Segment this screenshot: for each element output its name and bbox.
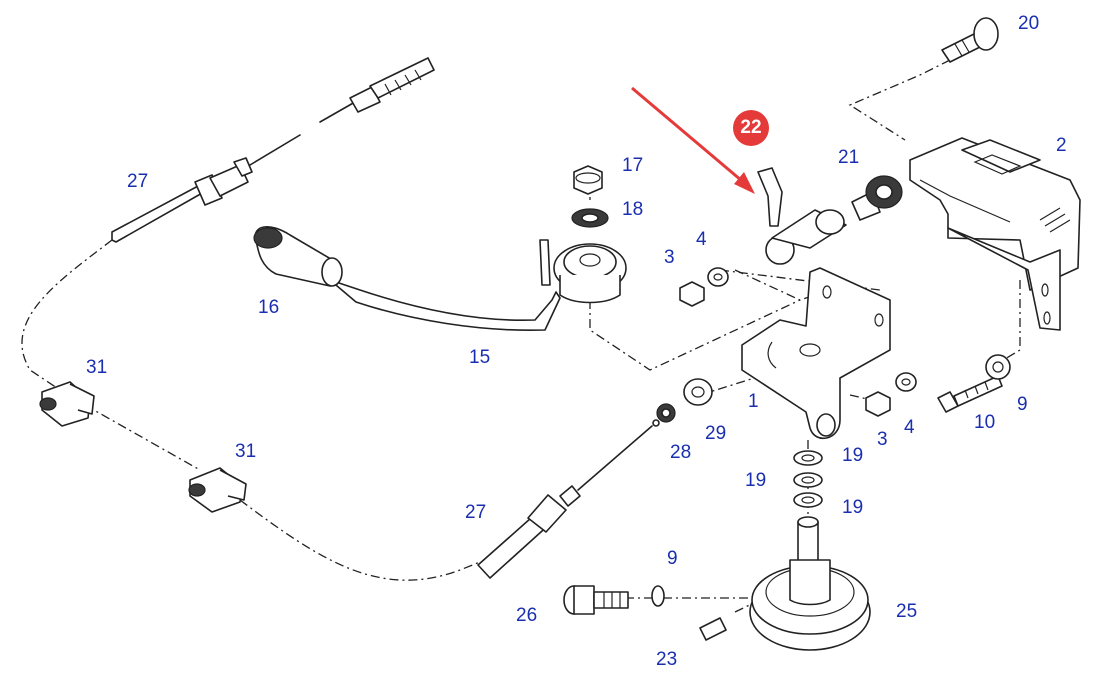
part-label-1: 1 — [748, 391, 759, 412]
clip-31b — [188, 467, 247, 513]
part-label-19-b: 19 — [745, 470, 767, 491]
part-label-9-upper: 9 — [1017, 394, 1028, 415]
part-label-10: 10 — [974, 412, 996, 433]
part-label-27-upper: 27 — [127, 171, 149, 192]
part-label-3-upper: 3 — [664, 247, 675, 268]
bolt-20 — [941, 17, 999, 63]
red-pointer-arrow — [631, 86, 755, 194]
bolt-26 — [563, 585, 629, 615]
cable-lower — [477, 419, 660, 579]
part-label-3-lower: 3 — [877, 429, 888, 450]
part-label-2: 2 — [1056, 135, 1067, 156]
pin-23 — [699, 617, 727, 641]
handle-22 — [757, 167, 847, 265]
part-label-25: 25 — [896, 601, 918, 622]
part-label-26: 26 — [516, 605, 538, 626]
part-label-31-upper: 31 — [86, 357, 108, 378]
bushing-21 — [851, 175, 903, 221]
part-label-9-lower: 9 — [667, 548, 678, 569]
part-label-17: 17 — [622, 155, 644, 176]
part-label-31-lower: 31 — [235, 441, 257, 462]
part-label-29: 29 — [705, 423, 727, 444]
part-label-21: 21 — [838, 147, 860, 168]
nut-washer-lower — [865, 372, 917, 417]
lever-15 — [329, 239, 627, 332]
part-label-4-upper: 4 — [696, 229, 707, 250]
washers-28-29 — [656, 378, 713, 423]
part-label-15: 15 — [469, 347, 491, 368]
part-label-20: 20 — [1018, 13, 1040, 34]
part-label-16: 16 — [258, 297, 280, 318]
pulley-25 — [749, 516, 871, 651]
part-label-28: 28 — [670, 442, 692, 463]
washer-9-lower — [651, 585, 665, 607]
nut-17 — [573, 165, 603, 195]
housing-2 — [909, 137, 1081, 331]
cable-upper — [111, 57, 435, 243]
clip-31a — [39, 381, 95, 427]
washer-18 — [571, 208, 609, 228]
nut-washer-upper — [679, 267, 729, 307]
part-label-18: 18 — [622, 199, 644, 220]
part-label-27-lower: 27 — [465, 502, 487, 523]
screw-10 — [937, 354, 1011, 413]
washers-19 — [793, 450, 823, 508]
part-label-23: 23 — [656, 649, 678, 670]
highlight-badge-22: 22 — [733, 110, 769, 146]
part-label-4-lower: 4 — [904, 417, 915, 438]
bracket-1 — [741, 267, 891, 440]
part-label-19-a: 19 — [842, 445, 864, 466]
knob-16 — [253, 226, 343, 287]
part-label-19-c: 19 — [842, 497, 864, 518]
